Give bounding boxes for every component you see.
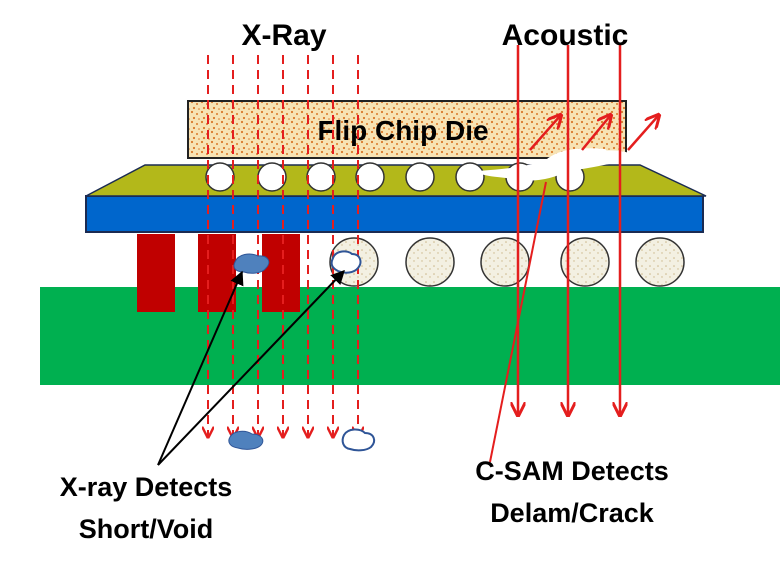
bga-ball [405,237,455,287]
bump [257,162,287,192]
bga-ball [480,237,530,287]
die-label: Flip Chip Die [317,115,488,146]
csam-caption-line2: Delam/Crack [490,498,655,528]
short-defect [233,253,270,274]
csam-caption-line1: C-SAM Detects [475,456,669,486]
defects [228,250,376,452]
acoustic-echo [529,116,560,151]
bump [355,162,385,192]
red-component [262,234,300,312]
red-component [137,234,175,312]
bump [405,162,435,192]
xray-caption-line2: Short/Void [79,514,214,544]
acoustic-beams [518,45,658,414]
acoustic-echo [581,116,610,151]
xray-beams [208,55,358,436]
void-defect-image [341,428,376,452]
pointer-to-void [157,269,345,466]
red-components [137,234,300,312]
acoustic-title: Acoustic [502,19,629,52]
interposer-layer [85,195,704,233]
xray-caption-line1: X-ray Detects [60,472,233,502]
substrate-layer [85,164,707,197]
bump [205,162,235,192]
xray-pointers [157,269,345,466]
bump [306,162,336,192]
xray-title: X-Ray [241,19,326,52]
acoustic-echo [627,116,658,151]
bga-ball [635,237,685,287]
pointer-to-short [157,270,244,466]
bump [455,162,485,192]
bga-solder-balls [329,237,685,287]
csam-pointer [489,181,547,463]
short-defect-image [228,430,264,450]
void-defect [330,250,362,274]
bga-ball [560,237,610,287]
